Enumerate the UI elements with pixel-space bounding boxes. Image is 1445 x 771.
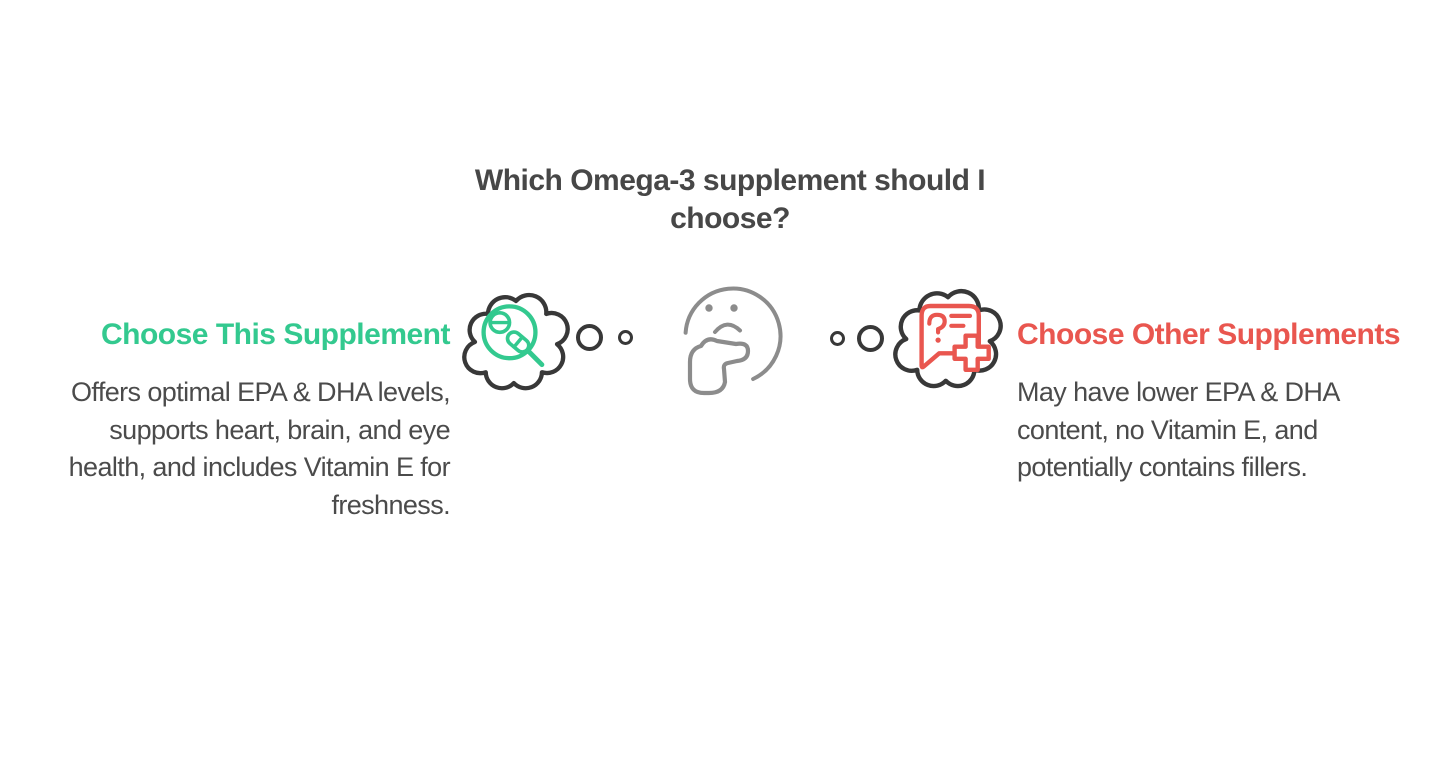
right-eye: [730, 304, 738, 312]
frown-mouth: [713, 322, 742, 334]
thought-dot-small-right: [830, 331, 845, 346]
right-thought-bubble: [893, 289, 1003, 389]
left-eye: [705, 304, 713, 312]
left-thought-bubble: [462, 292, 570, 391]
right-option-description: May have lower EPA & DHA content, no Vit…: [1017, 377, 1339, 482]
pill-magnifier-icon: [481, 304, 545, 368]
thinking-face-icon: [683, 286, 783, 396]
question-dot: [935, 337, 941, 343]
left-option-heading: Choose This Supplement: [100, 318, 451, 351]
thinking-hand: [687, 337, 751, 396]
medical-cross: [952, 333, 991, 372]
thought-dot-small-left: [618, 330, 633, 345]
question-mark: [927, 312, 947, 335]
right-option-heading: Choose Other Supplements: [1017, 318, 1401, 351]
page-title: Which Omega-3 supplement should I choose…: [474, 164, 986, 235]
left-option-description: Offers optimal EPA & DHA levels, support…: [68, 377, 451, 520]
thought-dot-large-right: [857, 325, 884, 352]
question-medical-cross-icon: [919, 303, 991, 372]
head-outline: [683, 286, 783, 381]
thought-dot-large-left: [576, 324, 603, 351]
